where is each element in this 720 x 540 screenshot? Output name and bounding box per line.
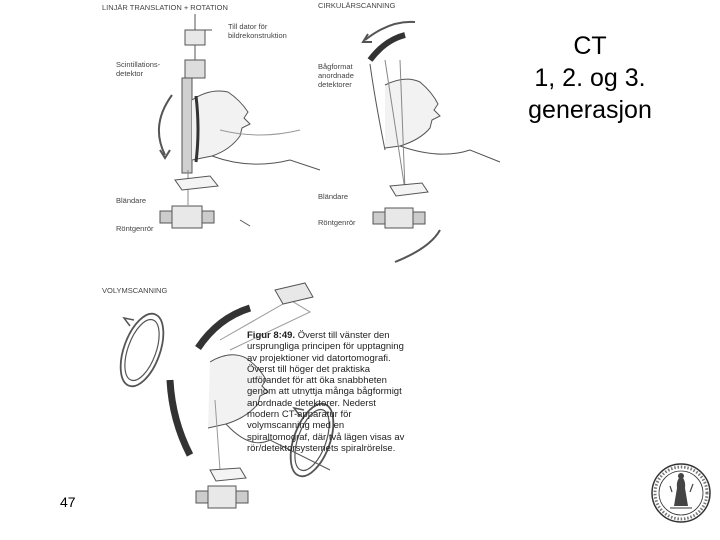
volume-scan-illustration xyxy=(119,282,335,509)
circular-panel-heading: CIRKULÄRSCANNING xyxy=(318,1,396,10)
figure-caption: Figur 8:49. Överst till vänster den ursp… xyxy=(247,330,407,454)
caption-body: Överst till vänster den ursprungliga pri… xyxy=(247,330,405,454)
circular-tube-label: Röntgenrör xyxy=(318,218,356,227)
ct-generations-figure: LINJÄR TRANSLATION + ROTATION Till dator… xyxy=(100,0,510,530)
linear-tube-label: Röntgenrör xyxy=(116,224,154,233)
slide-title: CT 1, 2. og 3. generasjon xyxy=(528,32,652,124)
computer-label: Till dator för bildrekonstruktion xyxy=(228,22,287,40)
arc-detectors-label: Bågformat anordnade detektorer xyxy=(318,62,354,89)
linear-panel-heading: LINJÄR TRANSLATION + ROTATION xyxy=(102,3,228,12)
linear-scan-illustration xyxy=(157,14,321,229)
circular-scan-illustration xyxy=(361,20,501,263)
page-number: 47 xyxy=(60,494,76,510)
volume-panel-heading: VOLYMSCANNING xyxy=(102,286,168,295)
figure-drawing xyxy=(119,14,501,509)
linear-aperture-label: Bländare xyxy=(116,196,147,205)
circular-aperture-label: Bländare xyxy=(318,192,349,201)
scintillation-detector-label: Scintillations- detektor xyxy=(116,60,161,78)
caption-title: Figur 8:49. xyxy=(247,330,296,341)
university-seal-icon xyxy=(651,463,711,523)
